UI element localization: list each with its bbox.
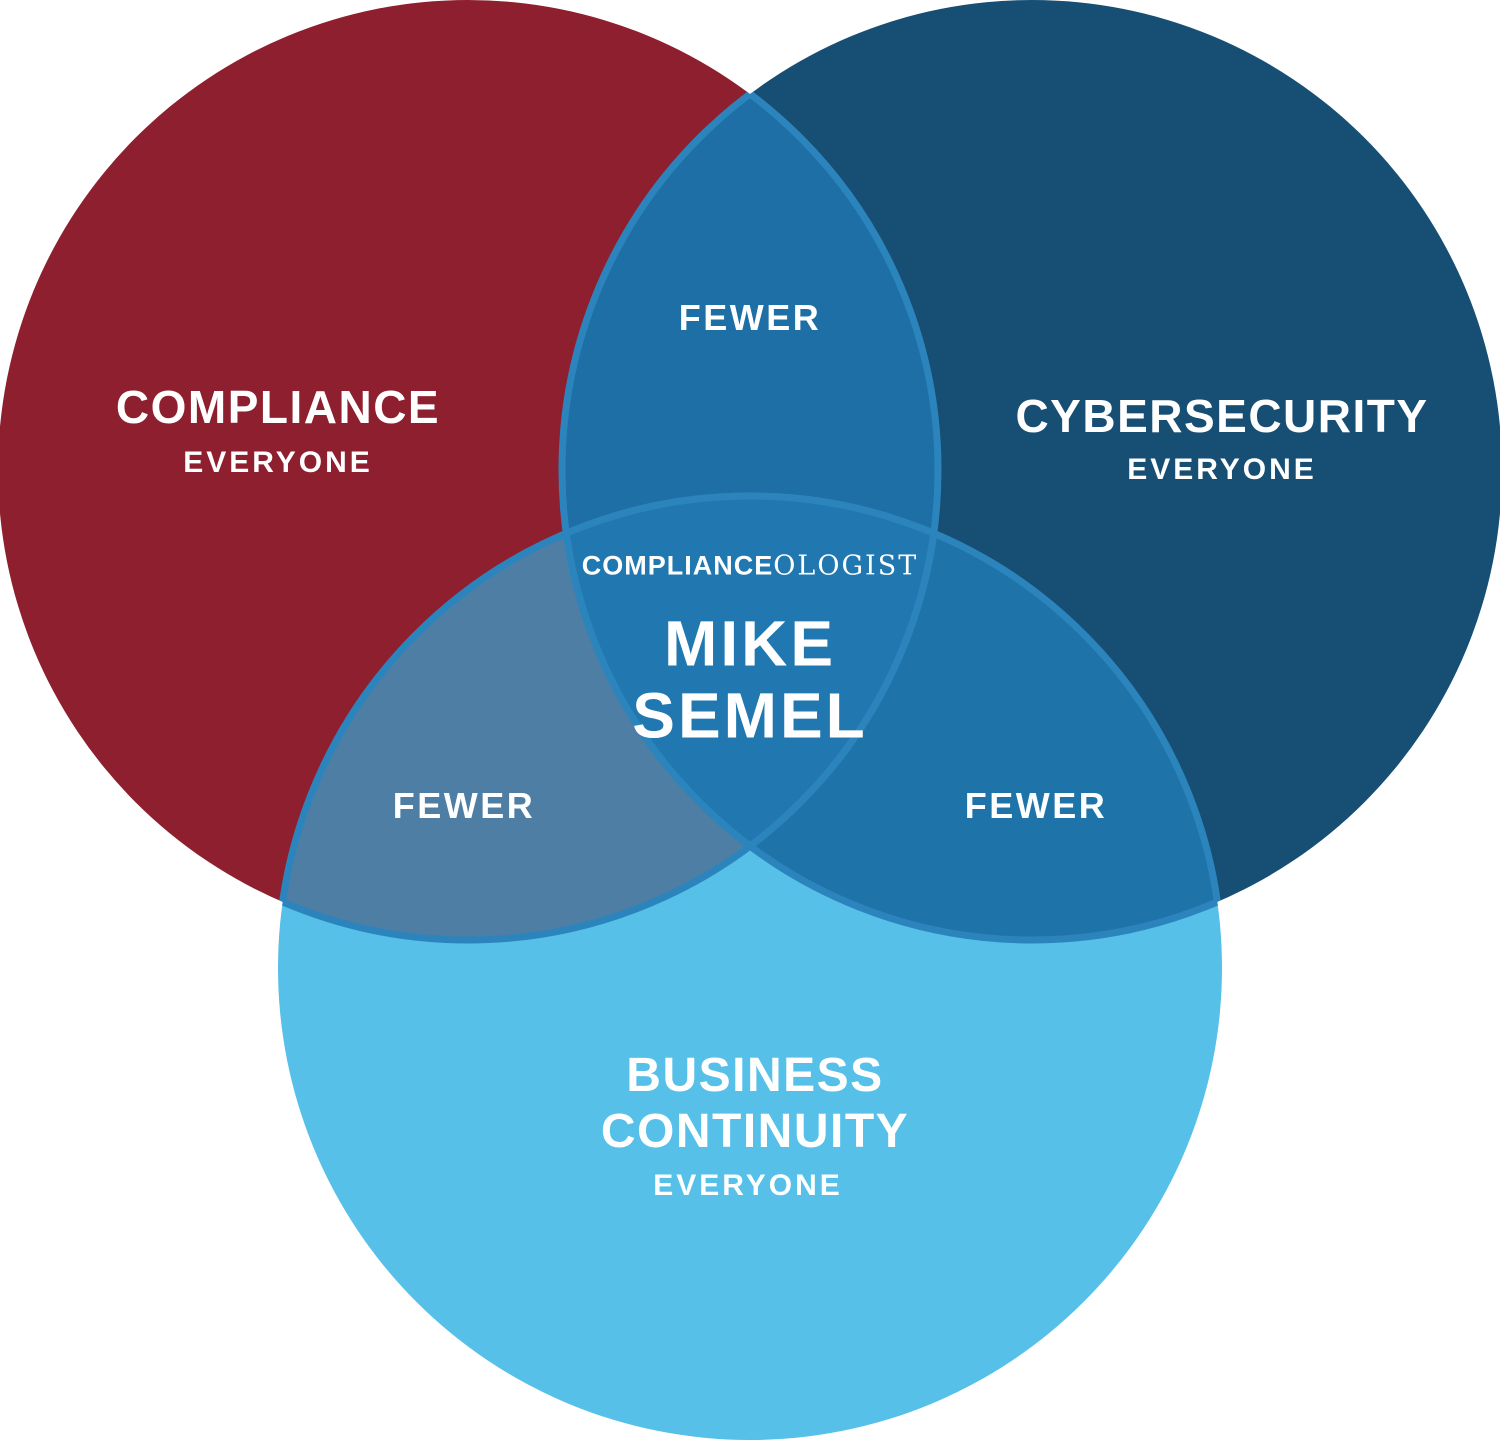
lens-stroke-a-in-b: [562, 0, 942, 940]
overlap-left-region: [278, 496, 938, 940]
cybersecurity-label: CYBERSECURITY: [1015, 390, 1429, 442]
overlap-right-region: [562, 496, 1222, 940]
center-name-line1: MIKE: [664, 607, 836, 680]
lens-stroke-b-in-a: [558, 0, 938, 940]
center-brand-bold: COMPLIANCE: [581, 550, 774, 581]
overlap-left-label: FEWER: [392, 785, 536, 826]
center-brand-serif: OLOGIST: [773, 550, 919, 582]
continuity-sublabel: EVERYONE: [653, 1169, 843, 1202]
lens-stroke-b-in-c: [558, 496, 1222, 944]
lens-stroke-a-in-c: [278, 496, 942, 944]
center-name: MIKE SEMEL: [632, 608, 867, 751]
cybersecurity-sublabel: EVERYONE: [1127, 453, 1317, 486]
center-brand: COMPLIANCEOLOGIST: [582, 551, 918, 582]
compliance-sublabel: EVERYONE: [183, 446, 373, 479]
center-name-line2: SEMEL: [632, 679, 868, 751]
overlap-top-label: FEWER: [678, 297, 822, 338]
compliance-label: COMPLIANCE: [115, 381, 441, 433]
lens-stroke-c-in-b: [562, 492, 1226, 940]
overlap-right-label: FEWER: [964, 785, 1108, 826]
continuity-label-line1: BUSINESS: [626, 1049, 884, 1103]
continuity-label-line2: CONTINUITY: [600, 1105, 910, 1159]
